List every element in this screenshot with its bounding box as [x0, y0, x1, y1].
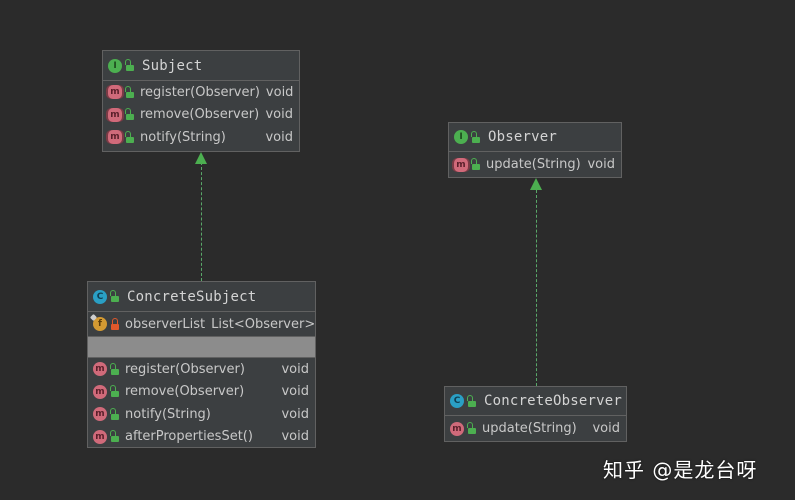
method-name: notify(String) [140, 129, 226, 145]
method-icon: m [93, 407, 107, 422]
private-lock-icon [111, 317, 119, 330]
fields-section: f observerList List<Observer> [88, 312, 315, 337]
interface-icon: I [108, 58, 122, 73]
uml-node-observer[interactable]: I Observer m update(String) void [448, 122, 622, 178]
methods-section: m register(Observer) void m remove(Obser… [103, 81, 299, 149]
public-lock-icon [110, 362, 119, 375]
uml-node-concrete-subject[interactable]: C ConcreteSubject f observerList List<Ob… [87, 281, 316, 448]
method-name: register(Observer) [140, 84, 260, 100]
method-name: notify(String) [125, 406, 211, 422]
arrow-head-subject [195, 152, 207, 164]
uml-node-concrete-observer[interactable]: C ConcreteObserver m update(String) void [444, 386, 627, 442]
method-row[interactable]: m afterPropertiesSet() void [88, 426, 315, 449]
method-row[interactable]: m notify(String) void [88, 403, 315, 426]
class-icon: C [450, 394, 464, 408]
method-row[interactable]: m update(String) void [449, 152, 621, 177]
node-header: C ConcreteObserver [445, 387, 626, 416]
node-title: Observer [488, 129, 558, 145]
uml-node-subject[interactable]: I Subject m register(Observer) void m re… [102, 50, 300, 152]
method-name: update(String) [486, 157, 581, 172]
method-row[interactable]: m register(Observer) void [88, 358, 315, 381]
public-lock-icon [467, 394, 476, 407]
edge-concretesubject-implements-subject [201, 162, 202, 281]
method-name: afterPropertiesSet() [125, 429, 253, 445]
public-lock-icon [110, 385, 119, 398]
public-lock-icon [125, 85, 134, 98]
abstract-method-icon: m [108, 130, 122, 145]
public-lock-icon [110, 407, 119, 420]
public-lock-icon [125, 108, 134, 121]
method-name: remove(Observer) [140, 107, 260, 123]
method-name: update(String) [482, 421, 577, 436]
methods-section: m register(Observer) void m remove(Obser… [88, 358, 315, 448]
field-type: List<Observer> [211, 316, 316, 332]
node-title: ConcreteSubject [127, 288, 257, 305]
method-row[interactable]: m notify(String) void [103, 126, 299, 149]
method-return-type: void [281, 406, 309, 422]
method-name: register(Observer) [125, 361, 245, 377]
field-name: observerList [125, 316, 206, 332]
arrow-head-observer [530, 178, 542, 190]
method-row[interactable]: m update(String) void [445, 416, 626, 441]
node-header: I Observer [449, 123, 621, 152]
method-icon: m [93, 362, 107, 377]
method-icon: m [93, 429, 107, 444]
public-lock-icon [110, 290, 119, 302]
method-icon: m [93, 384, 107, 399]
method-row[interactable]: m remove(Observer) void [103, 104, 299, 127]
public-lock-icon [471, 130, 480, 143]
abstract-method-icon: m [108, 107, 122, 122]
public-lock-icon [125, 59, 134, 71]
method-return-type: void [281, 361, 309, 377]
method-row[interactable]: m remove(Observer) void [88, 381, 315, 404]
field-row[interactable]: f observerList List<Observer> [88, 312, 315, 337]
method-return-type: void [587, 157, 615, 172]
methods-section: m update(String) void [449, 152, 621, 177]
node-title: ConcreteObserver [484, 393, 623, 409]
node-title: Subject [142, 57, 203, 74]
method-return-type: void [281, 429, 309, 445]
method-return-type: void [592, 421, 620, 436]
abstract-method-icon: m [108, 85, 122, 100]
field-icon: f [93, 317, 107, 331]
node-header: I Subject [103, 51, 299, 81]
interface-icon: I [454, 130, 468, 144]
method-return-type: void [265, 84, 294, 100]
method-row[interactable]: m register(Observer) void [103, 81, 299, 104]
node-header: C ConcreteSubject [88, 282, 315, 312]
method-icon: m [450, 421, 464, 436]
method-return-type: void [265, 107, 293, 123]
public-lock-icon [471, 158, 480, 170]
public-lock-icon [110, 430, 119, 443]
empty-section [88, 337, 315, 358]
edge-concreteobserver-implements-observer [536, 190, 537, 386]
methods-section: m update(String) void [445, 416, 626, 441]
class-icon: C [93, 289, 107, 304]
watermark: 知乎 @是龙台呀 [603, 458, 758, 482]
abstract-method-icon: m [454, 157, 468, 172]
public-lock-icon [467, 422, 476, 434]
method-name: remove(Observer) [125, 384, 245, 400]
public-lock-icon [125, 130, 134, 143]
method-return-type: void [265, 129, 293, 145]
method-return-type: void [281, 384, 309, 400]
